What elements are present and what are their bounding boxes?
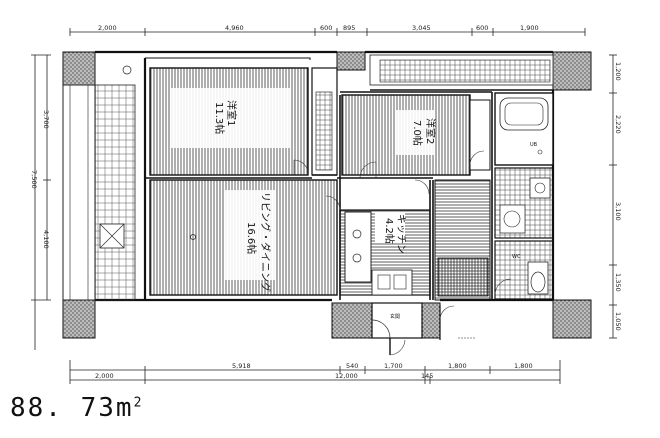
unit-bath-label: UB (530, 142, 538, 148)
dim-bottom-8: 145 (421, 372, 433, 380)
dim-bottom-5: 1,800 (514, 362, 533, 370)
dim-bottom-4: 1,800 (448, 362, 467, 370)
dim-right-5: 1,050 (614, 312, 622, 331)
left-dimension-line: 3,700 7,500 4,100 (30, 54, 51, 350)
dim-bottom-6: 2,000 (95, 372, 114, 380)
kitchen: キッチン 4.2帖 (339, 209, 431, 296)
bottom-dimension-lines: 5,918 540 1,700 1,800 1,800 2,000 12,000… (69, 360, 561, 384)
floor-area-value: 88. 73 (10, 393, 116, 423)
unit-bath: UB (494, 92, 554, 166)
western-room-2-name: 洋室2 (424, 118, 437, 144)
dim-top-3: 600 (320, 24, 332, 32)
dim-top-7: 1,900 (520, 24, 539, 32)
dim-bottom-3: 1,700 (384, 362, 403, 370)
partition-walls (145, 91, 493, 300)
dim-top-4: 895 (343, 24, 355, 32)
floor-area-label: 88. 73m2 (10, 393, 143, 423)
dim-top-1: 2,000 (98, 24, 117, 32)
living-dining-name: リビング・ダイニング (259, 192, 272, 292)
right-dimension-line: 1,200 2,220 3,100 1,350 1,050 (609, 54, 622, 339)
kitchen-size: 4.2帖 (383, 218, 396, 244)
dim-right-4: 1,350 (614, 273, 622, 292)
dim-right-2: 2,220 (614, 115, 622, 134)
living-dining-size: 16.6帖 (245, 222, 258, 254)
living-dining: リビング・ダイニング 16.6帖 (149, 159, 338, 296)
toilet-label: WC (512, 254, 521, 260)
top-balcony (369, 54, 554, 91)
door-swings (325, 161, 430, 211)
hallway (432, 170, 493, 301)
dim-bottom-7: 12,000 (335, 372, 358, 380)
dim-bottom-1: 5,918 (232, 362, 251, 370)
dim-left-2: 7,500 (30, 170, 38, 189)
western-room-2: 洋室2 7.0帖 (341, 94, 491, 176)
dim-left-1: 3,700 (42, 110, 50, 129)
western-room-1: 洋室1 11.3帖 (149, 67, 309, 176)
top-dimension-line: 2,000 4,960 600 895 3,045 600 1,900 (69, 24, 586, 36)
entrance-label: 玄関 (390, 313, 400, 320)
dim-top-5: 3,045 (412, 24, 431, 32)
dim-top-2: 4,960 (225, 24, 244, 32)
western-room-1-size: 11.3帖 (213, 102, 226, 134)
kitchen-name: キッチン (395, 214, 407, 254)
western-room-1-name: 洋室1 (225, 100, 238, 126)
left-balcony (62, 65, 136, 301)
closet-1 (311, 67, 338, 176)
toilet-room: WC (494, 240, 554, 300)
western-room-2-size: 7.0帖 (411, 120, 424, 146)
dim-right-3: 3,100 (614, 202, 622, 221)
floor-area-unit-sup: 2 (133, 395, 144, 411)
dim-top-6: 600 (476, 24, 488, 32)
dim-right-1: 1,200 (614, 62, 622, 81)
entrance: 玄関 (371, 302, 475, 356)
washroom (494, 167, 554, 239)
dim-left-3: 4,100 (42, 230, 50, 249)
dim-bottom-2: 540 (346, 362, 358, 370)
floor-area-unit: m (115, 393, 134, 423)
